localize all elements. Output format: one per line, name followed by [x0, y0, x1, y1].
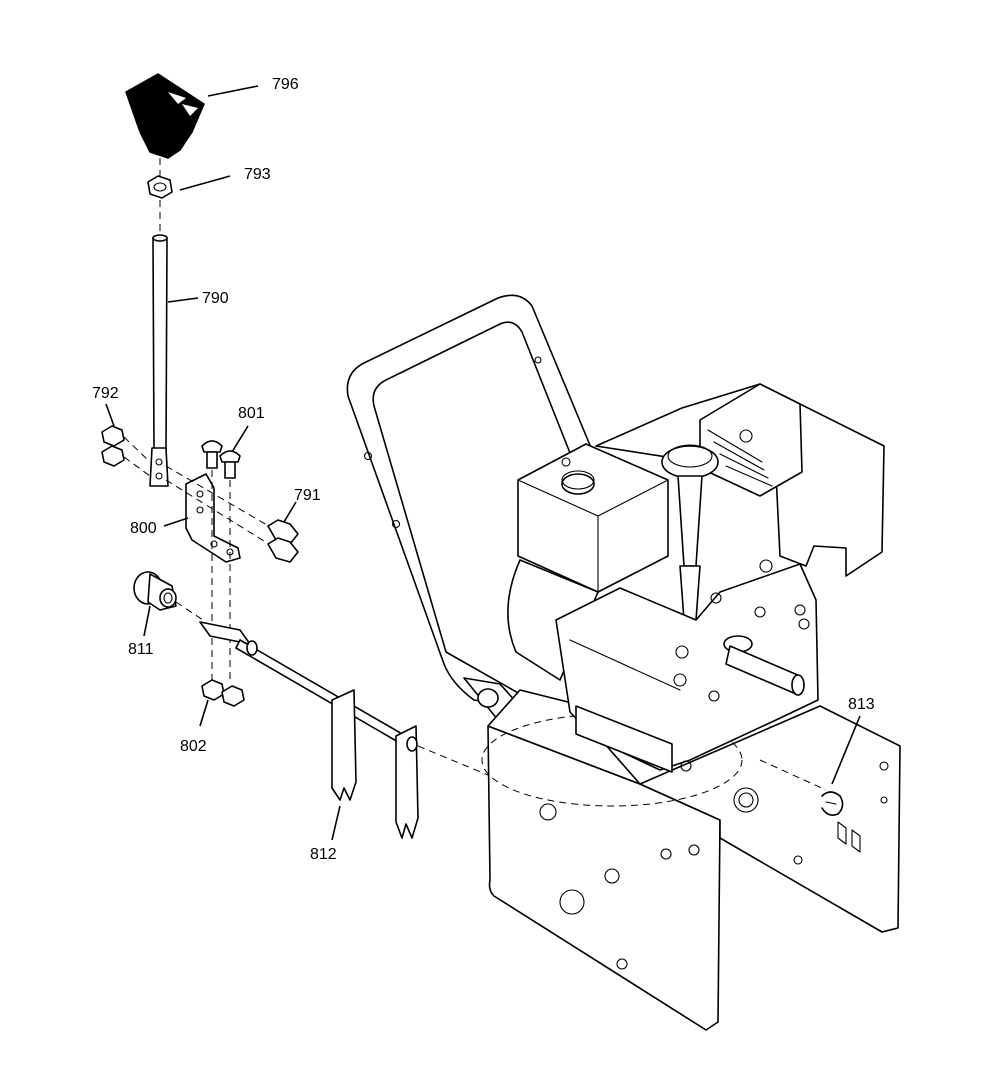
shift-rod-part — [149, 234, 169, 487]
snap-ring-part — [821, 791, 844, 816]
frame-plates-part — [481, 689, 901, 1031]
engine-part — [507, 383, 885, 773]
shift-bracket-part — [165, 465, 273, 563]
shift-shaft-part — [199, 621, 501, 839]
label-800: 800 — [130, 520, 157, 537]
label-802: 802 — [180, 738, 207, 755]
label-791: 791 — [294, 487, 321, 504]
label-813: 813 — [848, 696, 875, 713]
label-796: 796 — [272, 76, 299, 93]
label-811: 811 — [128, 641, 154, 658]
shift-knob-part — [125, 73, 205, 180]
hex-nuts-part — [201, 679, 245, 707]
lock-nuts-part — [101, 425, 151, 477]
flange-bushing-part — [133, 571, 207, 623]
label-790: 790 — [202, 290, 229, 307]
label-792: 792 — [92, 385, 119, 402]
leader-lines — [105, 85, 861, 841]
label-793: 793 — [244, 166, 271, 183]
label-812: 812 — [310, 846, 337, 863]
label-801: 801 — [238, 405, 265, 422]
hex-bolts-part — [267, 519, 299, 563]
hex-nut-part — [147, 175, 173, 232]
carriage-bolts-part — [201, 440, 241, 684]
